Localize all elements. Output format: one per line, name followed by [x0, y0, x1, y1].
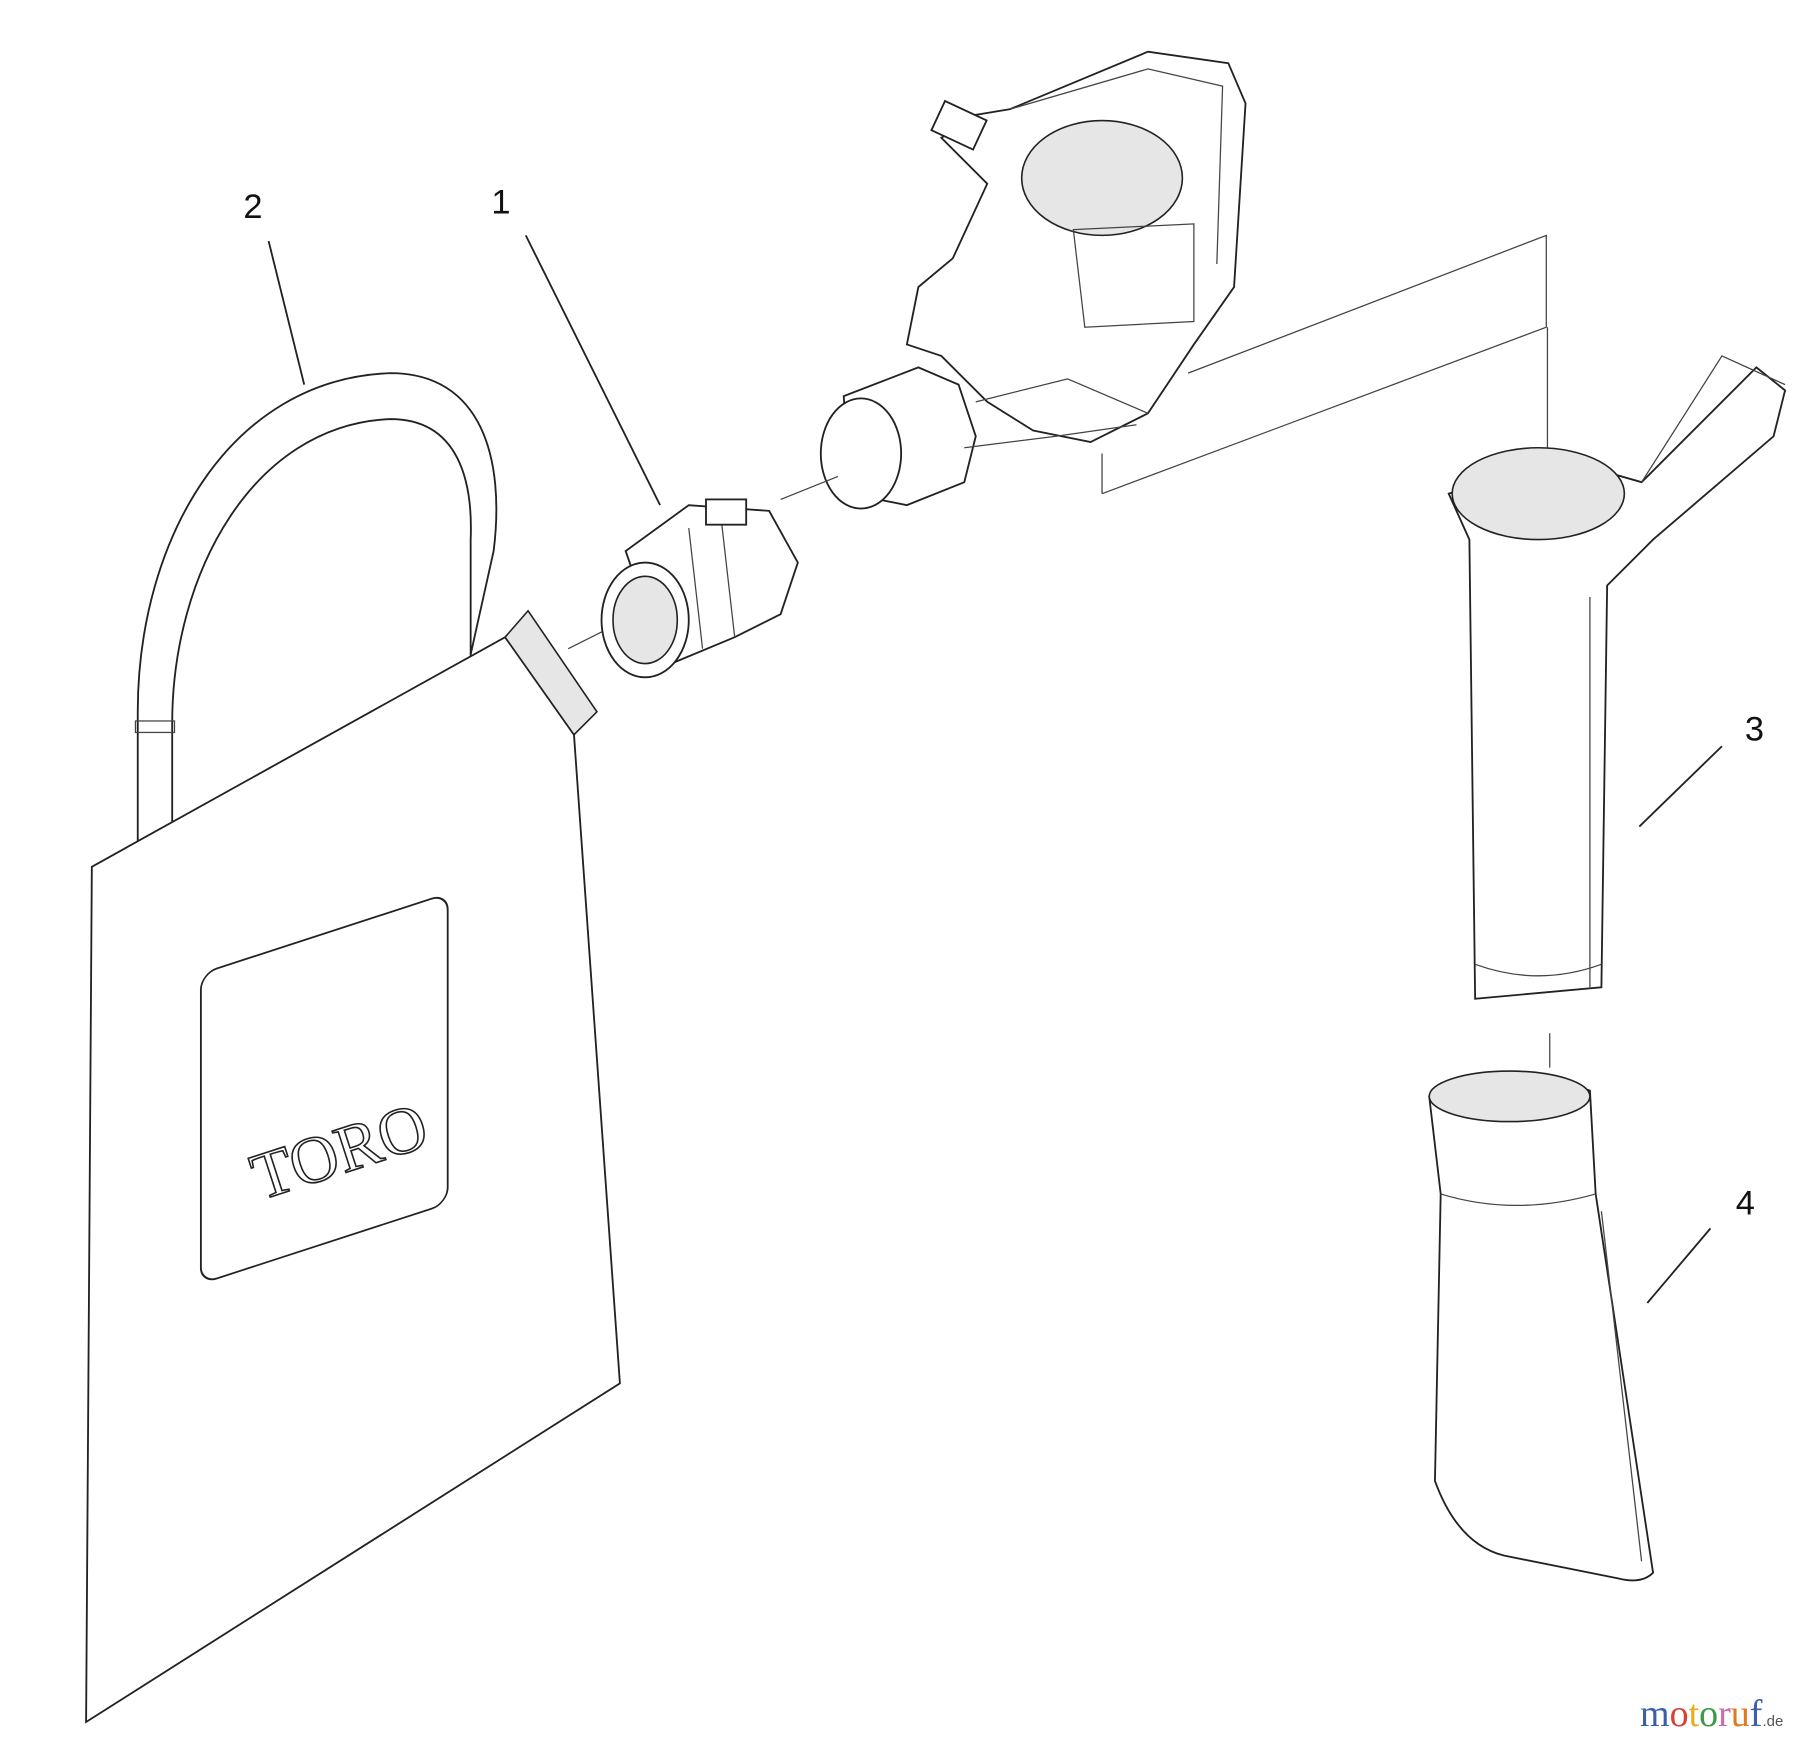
alignment-line — [1101, 234, 1547, 495]
leader-line-1 — [524, 234, 661, 506]
watermark-text: motoruf — [1640, 1692, 1762, 1736]
alignment-line — [780, 475, 839, 500]
watermark-letter: o — [1699, 1693, 1719, 1735]
watermark-letter: u — [1730, 1693, 1750, 1735]
callout-1: 1 — [491, 184, 510, 222]
part-3-blower-tube — [1447, 355, 1787, 1000]
leader-line-3 — [1638, 745, 1723, 828]
watermark-letter: o — [1669, 1693, 1689, 1735]
part-1-adapter — [600, 498, 799, 679]
part-2-collection-bag: TORO — [85, 372, 621, 1724]
watermark-letter: m — [1640, 1693, 1670, 1735]
callout-3: 3 — [1745, 710, 1764, 748]
watermark-tld: .de — [1762, 1713, 1784, 1730]
callout-2: 2 — [243, 188, 262, 226]
watermark-letter: f — [1749, 1693, 1763, 1735]
watermark-logo: motoruf.de — [1640, 1692, 1783, 1736]
blower-body — [819, 50, 1247, 510]
leader-line-2 — [267, 240, 306, 385]
watermark-letter: t — [1688, 1693, 1700, 1735]
part-4-nozzle — [1428, 1070, 1655, 1582]
callout-4: 4 — [1736, 1185, 1755, 1223]
leader-line-4 — [1646, 1227, 1712, 1304]
watermark-letter: r — [1718, 1693, 1731, 1735]
